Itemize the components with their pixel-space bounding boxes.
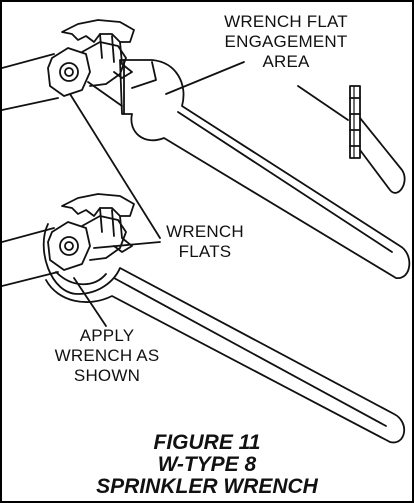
lower-wrench-outline [42,223,405,444]
upper-wrench [119,59,411,279]
figure-caption: FIGURE 11 W-TYPE 8 SPRINKLER WRENCH [2,432,412,498]
inset-wrench-handle [359,117,406,194]
label-line: WRENCH FLAT [224,12,348,31]
label-line: ENGAGEMENT [224,32,348,51]
figure-number: FIGURE 11 [153,431,261,454]
upper-wrench-outline [119,59,411,279]
label-line: APPLY [79,326,135,345]
upper-sprinkler-orifice [59,62,79,82]
flats-leader-upper [69,93,161,239]
lower-sprinkler-deflector [61,193,135,217]
figure-subtitle: W-TYPE 8 [157,453,257,476]
upper-sprinkler [2,19,135,111]
engagement-leader [165,61,245,95]
inset-wrench-jaw [349,85,361,159]
label-line: AREA [262,52,310,71]
label-line: WRENCH AS [54,346,160,365]
label-line: SHOWN [73,366,141,385]
lower-sprinkler-hex [47,221,91,271]
label-apply-wrench: APPLY WRENCH AS SHOWN [42,326,172,386]
label-line: WRENCH [166,222,244,241]
upper-sprinkler-pipe [2,53,59,111]
lower-wrench [42,223,405,444]
inset-leader [297,85,349,121]
upper-sprinkler-deflector [61,19,135,43]
label-wrench-flat-engagement: WRENCH FLAT ENGAGEMENT AREA [216,12,356,72]
label-wrench-flats: WRENCH FLATS [150,222,260,262]
lower-sprinkler [2,193,135,287]
flats-leader-lower [93,241,161,249]
upper-sprinkler-hex [47,47,91,97]
engagement-inset [349,85,406,194]
label-line: FLATS [178,242,232,261]
apply-leader [73,277,107,327]
figure-title: SPRINKLER WRENCH [96,475,318,498]
upper-engagement-arrow [87,81,123,107]
